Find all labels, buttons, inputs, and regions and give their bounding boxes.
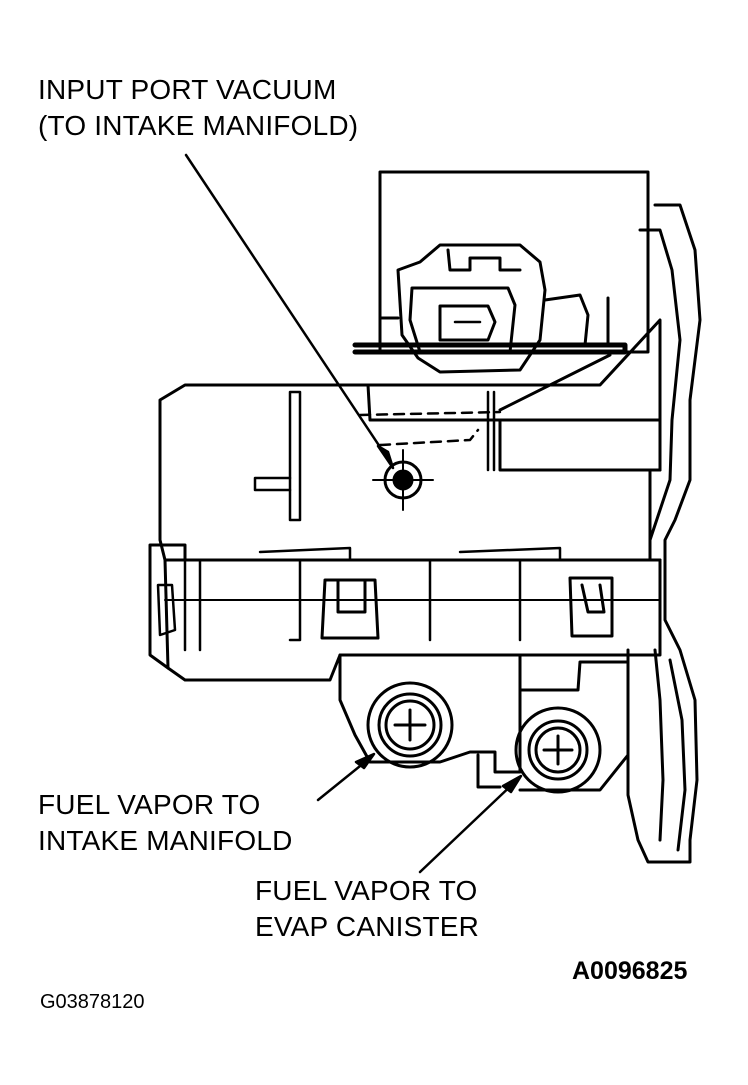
- input-port-label-line1: INPUT PORT VACUUM: [38, 74, 337, 105]
- intake-manifold-port: [366, 681, 454, 769]
- input-port-label-line2: (TO INTAKE MANIFOLD): [38, 109, 359, 141]
- port-block: [338, 653, 630, 792]
- source-id: G03878120: [40, 991, 145, 1013]
- evap-canister-port: [514, 706, 602, 794]
- input-port: [372, 449, 434, 511]
- figure-id: A0096825: [572, 957, 688, 985]
- fuel-vapor-intake-label-line2: INTAKE MANIFOLD: [38, 824, 293, 856]
- fuel-vapor-canister-label-line2: EVAP CANISTER: [255, 910, 480, 942]
- fuel-vapor-intake-label-line1: FUEL VAPOR TO: [38, 789, 261, 820]
- fuel-vapor-canister-label: FUEL VAPOR TO EVAP CANISTER: [255, 873, 479, 945]
- valve-body: [148, 318, 662, 682]
- fuel-vapor-intake-label: FUEL VAPOR TO INTAKE MANIFOLD: [38, 787, 293, 859]
- mounting-bracket: [626, 203, 702, 864]
- leader-lines: [184, 153, 523, 874]
- input-port-label: INPUT PORT VACUUM (TO INTAKE MANIFOLD): [38, 72, 358, 144]
- connector-housing: [352, 170, 650, 374]
- fuel-vapor-canister-label-line1: FUEL VAPOR TO: [255, 875, 478, 906]
